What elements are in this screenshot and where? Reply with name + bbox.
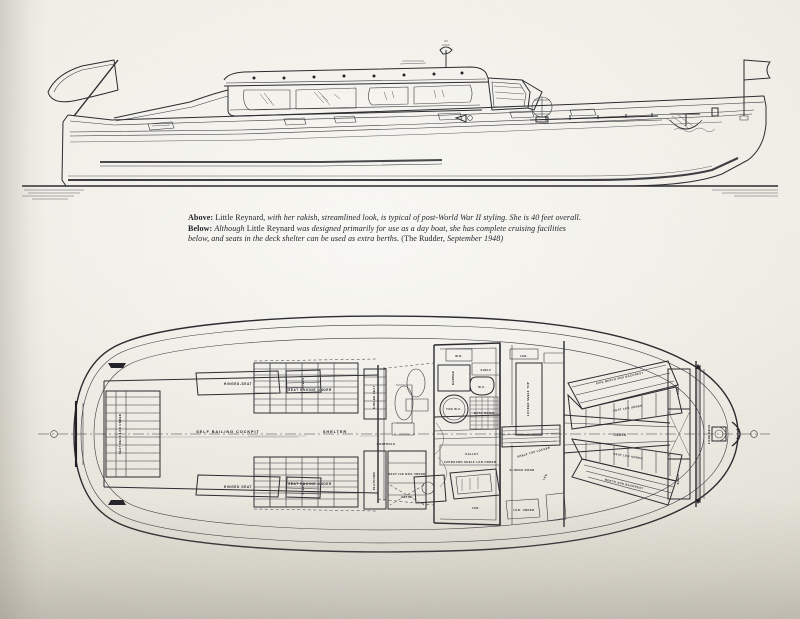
label-hinged-seat-shelter: HINGED SEAT: [372, 385, 376, 408]
boat-deck-plan-drawing: SEAT DECK LKR UNDER HINGED-SEAT STEPS HI…: [38, 305, 770, 563]
label-locker-shelf-top: LOCKER SHELF TOP: [526, 382, 530, 416]
label-pipe-berth-and-backrest: PIPE BERTH AND BACKREST: [596, 371, 644, 386]
controls-station: CONTROLS: [377, 384, 415, 446]
water-surface: [22, 185, 778, 200]
caption-lead-below: Below:: [188, 223, 213, 233]
centerline-marker-bow: [750, 430, 758, 438]
hinged-seat-shelter: HINGED SEAT: [363, 368, 387, 420]
label-wr: W.R.: [455, 354, 463, 358]
caption-text-above: with her rakish, streamlined look, is ty…: [267, 213, 581, 222]
shelf-bath: SHELF: [471, 362, 501, 376]
label-seat-lkr-under-lower: SEAT LKR UNDER: [613, 452, 643, 461]
label-steps-upper: STEPS: [301, 377, 305, 388]
deck-shelter-area: SEAT ENGINE UNDER SEAT ENGINE UNDER SHEL…: [248, 362, 427, 510]
label-seat-engine-under-upper: SEAT ENGINE UNDER: [288, 388, 332, 392]
label-hinged-seat-lower: HINGED SEAT: [224, 485, 252, 489]
berth-lower: SEAT LKR UNDER BERTH AND BACKREST: [571, 438, 683, 506]
hull-stripes: [68, 109, 755, 182]
seat-ice-box-under: SEAT ICE BOX UNDER HATCH: [387, 450, 427, 510]
forward-shelves: SHELF SHELF: [667, 368, 691, 500]
seat-engine-under-lower: SEAT ENGINE UNDER: [253, 456, 359, 508]
fore-deck-area: FORE DECK: [695, 361, 741, 507]
companionway-ladder: LKR. SLIDING DOOR: [433, 414, 561, 488]
label-shelf-top-locker: SHELF TOP LOCKER: [517, 445, 551, 458]
hinged-seat-steps-lower: HINGED SEAT STEPS: [195, 474, 322, 499]
label-shelf-upper: SHELF: [676, 383, 680, 394]
shelf-top-locker: SHELF TOP LOCKER: [509, 440, 557, 459]
label-self-bailing-cockpit: SELF BAILING COCKPIT: [196, 429, 260, 434]
label-lkr-top-1: LKR.: [520, 354, 528, 358]
caption-below-1: Although: [214, 223, 245, 233]
caption-source-open: (The Rudder,: [401, 234, 445, 244]
centerline-marker-stern: [50, 430, 58, 438]
foredeck-equipment: [529, 96, 719, 131]
lower-lockers: LKR. UNDER: [505, 492, 567, 522]
label-hatch: HATCH: [401, 495, 412, 499]
label-shelf-lower: SHELF: [676, 473, 680, 484]
label-seat-ice-box-under: SEAT ICE BOX UNDER: [388, 472, 425, 476]
label-steps-lower: STEPS: [301, 483, 305, 494]
label-seat-deck-lkr-under: SEAT DECK LKR UNDER: [118, 414, 122, 454]
deck-hatches-and-vents: [147, 108, 716, 133]
bottom-strake: [100, 158, 443, 167]
construction-dashed-lines: [253, 358, 435, 512]
label-tub-wc: TUB W.C.: [446, 407, 462, 411]
caption-below-3: was designed primarily for use as a day …: [188, 223, 566, 244]
self-bailing-cockpit-area: SEAT DECK LKR UNDER HINGED-SEAT STEPS HI…: [103, 363, 379, 505]
plan-svg: SEAT DECK LKR UNDER HINGED-SEAT STEPS HI…: [38, 315, 770, 553]
platform-area: PLATFORM: [363, 450, 387, 510]
caption-lead-above: Above:: [188, 213, 214, 222]
stern-ensign-flag: [47, 59, 119, 117]
label-hamper: HAMPER: [451, 371, 455, 385]
label-controls: CONTROLS: [377, 442, 396, 446]
figure-caption: Above: Little Reynard, with her rakish, …: [188, 213, 588, 245]
hull-outline: [61, 95, 767, 187]
label-shelf-bath: SHELF: [480, 368, 491, 372]
tub-fixture: TUB W.C.: [439, 394, 469, 424]
label-platform: PLATFORM: [372, 472, 376, 491]
label-lkr-galley: LKR.: [472, 506, 480, 510]
label-wc: W.C.: [478, 385, 486, 389]
label-shelter: SHELTER: [323, 429, 347, 434]
deck-shelter-structure: [113, 40, 543, 122]
label-fore-deck: FORE DECK: [707, 424, 711, 444]
bow-staff-flag: [739, 59, 771, 121]
seat-deck-lkr-under: SEAT DECK LKR UNDER: [105, 390, 161, 478]
wash-basin: [405, 368, 429, 412]
caption-source-year: 1948): [483, 234, 504, 244]
hamper-compartment: HAMPER: [437, 364, 471, 392]
caption-boat-name-below: Little Reynard: [246, 223, 295, 233]
label-cabin: CABIN: [613, 433, 626, 437]
label-lkr-under-stair: SLIDING DOOR: [509, 468, 534, 472]
boat-profile-drawing: [22, 20, 778, 205]
label-sliding-door: LKR.: [541, 472, 549, 481]
seat-engine-under-upper: SEAT ENGINE UNDER: [253, 362, 359, 414]
label-bath-room: BATH ROOM: [474, 411, 495, 415]
wr-and-lkr-top: W.R. LKR.: [445, 348, 539, 362]
label-lkr-lower: LKR. UNDER: [513, 508, 534, 512]
pipe-berth-upper: PIPE BERTH AND BACKREST SEAT LKR UNDER: [567, 360, 683, 430]
locker-shelf-top: LOCKER SHELF TOP: [515, 352, 565, 436]
label-seat-lkr-under-upper: SEAT LKR UNDER: [613, 403, 643, 412]
wc-fixture: W.C.: [469, 376, 495, 396]
label-hinged-seat-upper: HINGED-SEAT: [224, 382, 252, 386]
profile-svg: [22, 40, 778, 200]
bath-room: BATH ROOM: [469, 396, 499, 430]
plan-hull-outline: [73, 315, 741, 553]
label-seat-engine-under-lower: SEAT ENGINE UNDER: [288, 482, 332, 486]
forward-cabin-area: CABIN PIPE BERTH AND BACKREST SEAT LKR U…: [563, 360, 691, 506]
galley-area: GALLEY CUPBOARD SHELF LKR UNDER LKR.: [413, 444, 501, 510]
cabin-house-structure: W.R. LKR. HAMPER SHELF W.C.: [405, 341, 567, 527]
caption-source-month: September: [447, 234, 482, 244]
label-cupboard-shelf-lkr-under: CUPBOARD SHELF LKR UNDER: [444, 460, 496, 464]
caption-boat-name-above: Little Reynard,: [215, 213, 266, 222]
label-galley: GALLEY: [465, 452, 479, 456]
